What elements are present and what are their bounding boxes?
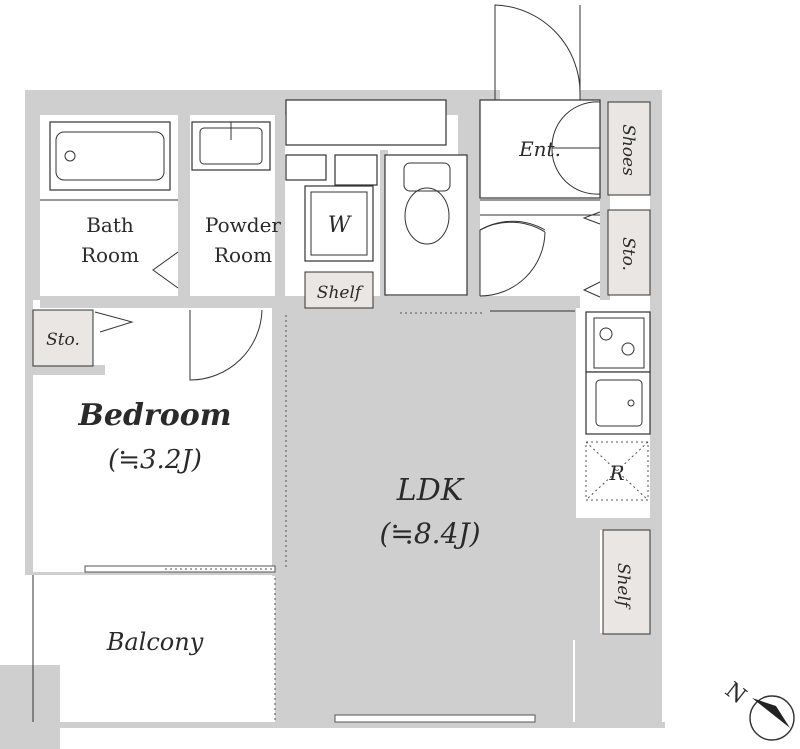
compass-needle-icon <box>752 698 790 728</box>
toilet <box>384 154 468 296</box>
cabinet <box>334 154 378 186</box>
svg-text:Bedroom: Bedroom <box>78 398 232 433</box>
storage-right <box>607 209 651 296</box>
svg-text:Room: Room <box>81 243 139 267</box>
svg-text:N: N <box>720 678 751 710</box>
svg-text:Bath: Bath <box>86 213 134 237</box>
svg-text:(≒8.4J): (≒8.4J) <box>379 517 480 550</box>
cabinet <box>285 154 327 181</box>
storage-left <box>32 309 94 367</box>
north-compass: N <box>720 678 795 741</box>
svg-text:Room: Room <box>214 243 272 267</box>
ldk-label: LDK (≒8.4J) <box>379 473 480 550</box>
bath-room-label: Bath Room <box>81 213 139 267</box>
washer-label: W <box>328 213 353 238</box>
shelf-right-label: Shelf <box>613 563 633 610</box>
bathtub <box>49 121 171 191</box>
bedroom-label: Bedroom (≒3.2J) <box>78 398 232 475</box>
shoes-cabinet <box>607 101 651 196</box>
ldk-window <box>334 714 536 723</box>
stove <box>585 311 651 373</box>
balcony-label: Balcony <box>106 628 204 656</box>
svg-text:Powder: Powder <box>205 213 281 237</box>
shoes-label: Shoes <box>618 124 638 176</box>
kitchen-sink <box>585 371 651 435</box>
powder-room-label: Powder Room <box>205 213 281 267</box>
storage-right-label: Sto. <box>618 237 638 271</box>
refrigerator-space <box>585 441 649 501</box>
entrance-area <box>479 99 601 199</box>
shelf-top-label: Shelf <box>317 283 364 303</box>
bath-door[interactable] <box>152 251 179 289</box>
fridge-label: R <box>608 461 624 485</box>
entrance-door[interactable] <box>494 4 581 100</box>
shelf-right <box>602 529 651 635</box>
storage-left-label: Sto. <box>46 330 80 350</box>
walls <box>0 90 665 749</box>
svg-text:LDK: LDK <box>396 473 465 508</box>
wash-basin <box>191 121 271 171</box>
svg-text:(≒3.2J): (≒3.2J) <box>108 445 202 475</box>
shelf-top <box>304 271 374 309</box>
washer-space <box>304 185 374 262</box>
bedroom-door[interactable] <box>189 309 263 381</box>
entrance-label: Ent. <box>518 137 561 161</box>
cabinet <box>285 99 447 146</box>
